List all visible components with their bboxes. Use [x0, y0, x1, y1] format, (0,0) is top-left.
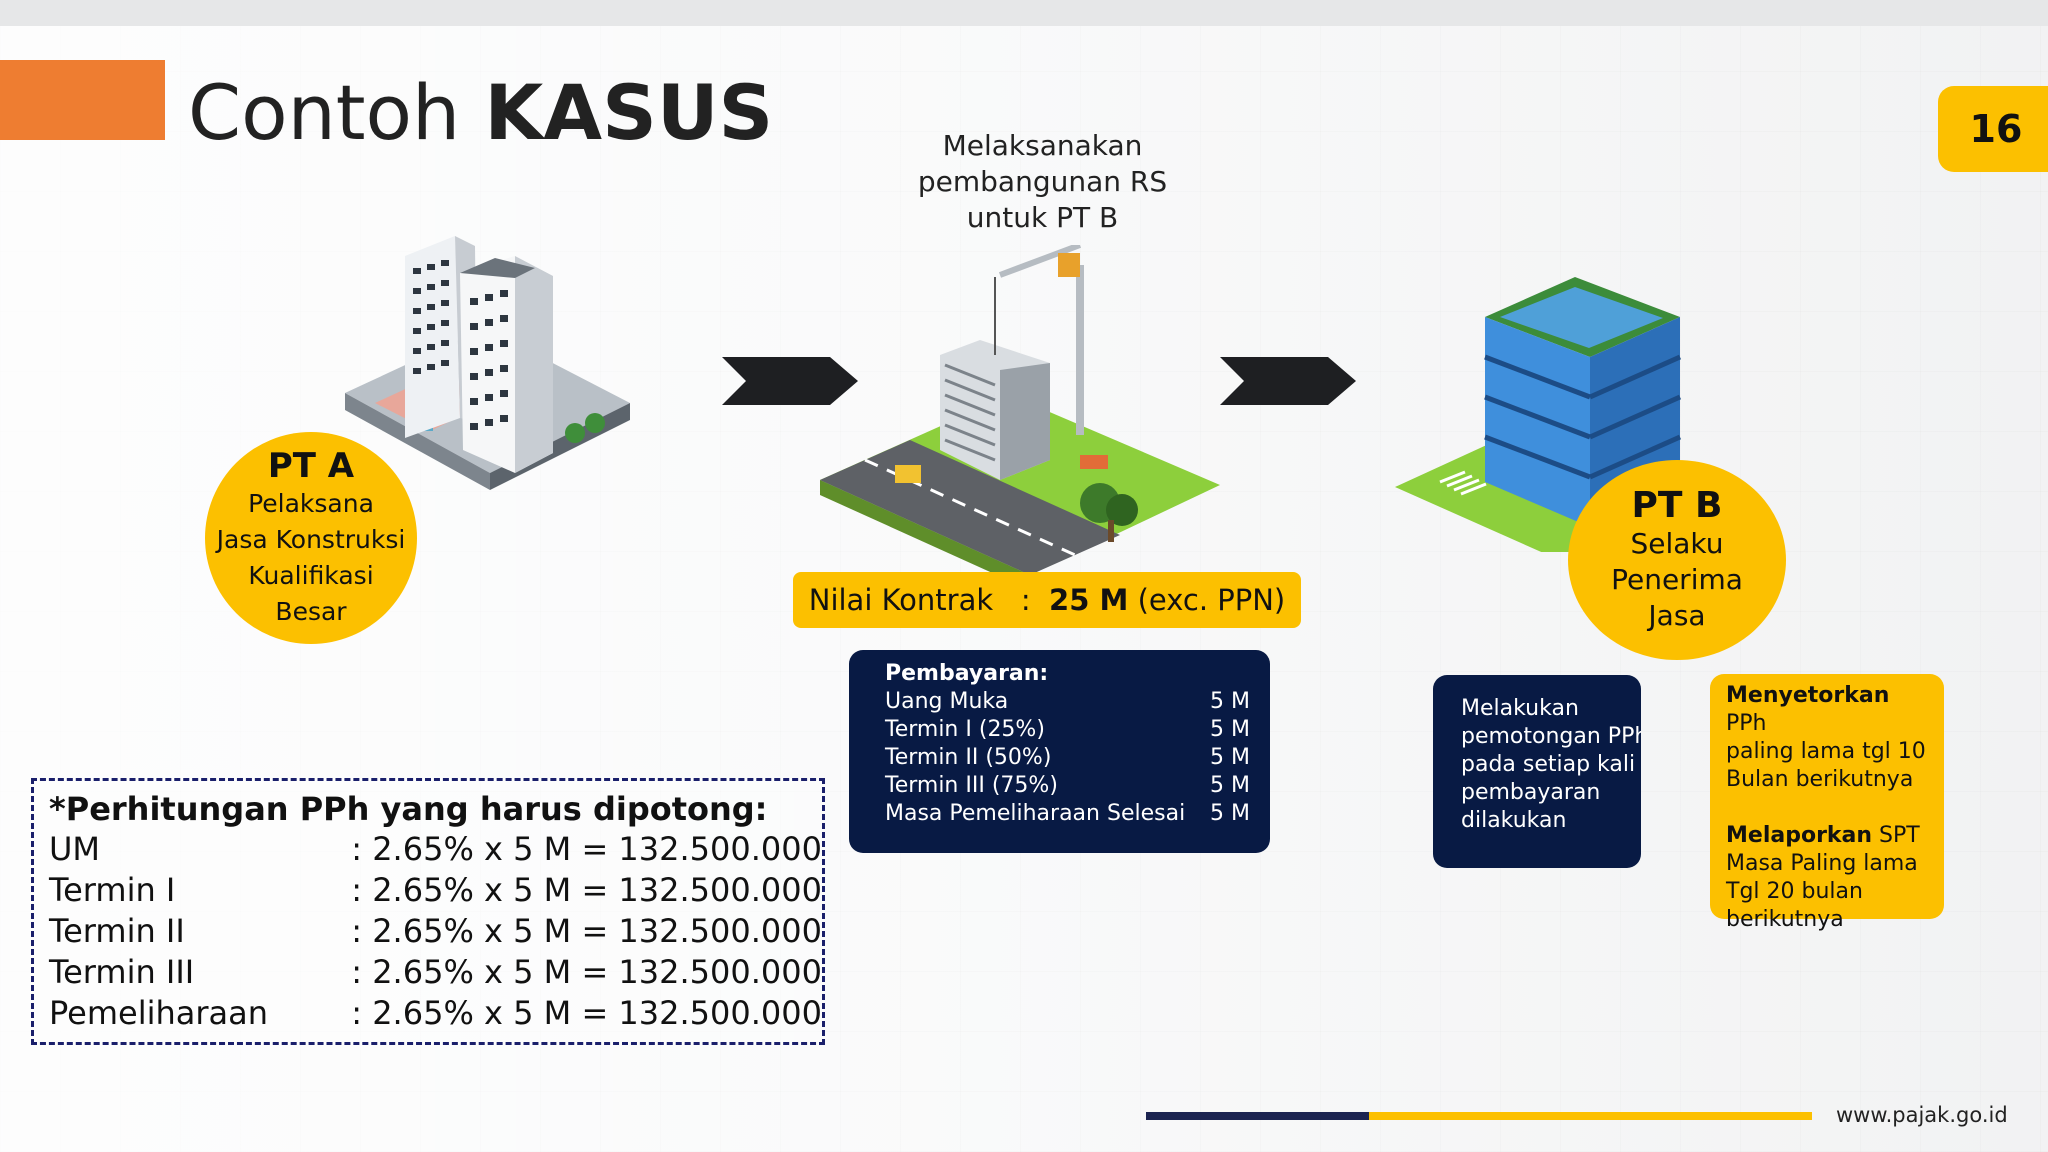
payment-amount: 5 M [1210, 717, 1250, 742]
caption-line: pembangunan RS [917, 165, 1168, 198]
top-strip [0, 0, 2048, 26]
payment-row: Masa Pemeliharaan Selesai 5 M [885, 800, 1250, 828]
caption-line: Melaksanakan [942, 129, 1143, 162]
construction-site-icon [820, 245, 1220, 575]
deduction-line: Melakukan [1461, 696, 1579, 721]
payment-amount: 5 M [1210, 689, 1250, 714]
payment-label: Masa Pemeliharaan Selesai [885, 801, 1186, 826]
calculation-label: Termin II [49, 912, 185, 950]
contract-note: (exc. PPN) [1137, 583, 1286, 617]
page-number: 16 [1938, 86, 2048, 172]
slide-title: Contoh KASUS [188, 68, 773, 158]
project-caption: Melaksanakan pembangunan RS untuk PT B [915, 128, 1170, 236]
calculation-row: Termin II : 2.65% x 5 M = 132.500.000 [49, 911, 822, 952]
calculation-formula: : 2.65% x 5 M = 132.500.000 [351, 953, 822, 991]
pt-a-title: PT A [267, 446, 355, 486]
calculation-formula: : 2.65% x 5 M = 132.500.000 [351, 912, 822, 950]
pt-b-line: Jasa [1648, 599, 1706, 632]
report-rest: SPT [1872, 823, 1920, 848]
report-bold: Melaporkan [1726, 823, 1873, 848]
office-tower-icon [345, 236, 630, 490]
pt-a-line: Pelaksana [248, 489, 374, 518]
calculation-formula: : 2.65% x 5 M = 132.500.000 [351, 871, 822, 909]
calculation-row: Pemeliharaan : 2.65% x 5 M = 132.500.000 [49, 993, 822, 1034]
pt-a-line: Kualifikasi [248, 561, 374, 590]
deposit-line: paling lama tgl 10 [1726, 739, 1926, 764]
payment-row: Uang Muka 5 M [885, 688, 1250, 716]
title-accent-bar [0, 60, 165, 140]
chevron-arrow-icon [722, 357, 858, 405]
payment-label: Termin III (75%) [885, 773, 1058, 798]
payment-label: Uang Muka [885, 689, 1009, 714]
calculation-formula: : 2.65% x 5 M = 132.500.000 [351, 830, 822, 868]
report-heading: Melaporkan SPT [1726, 822, 1934, 850]
title-bold: KASUS [484, 68, 774, 157]
calculation-label: Pemeliharaan [49, 994, 269, 1032]
contract-value-banner: Nilai Kontrak : 25 M (exc. PPN) [793, 572, 1301, 628]
calculation-row: UM : 2.65% x 5 M = 132.500.000 [49, 829, 822, 870]
calculation-label: UM [49, 830, 101, 868]
deduction-line: pada setiap kali [1461, 752, 1636, 777]
calculation-row: Termin III : 2.65% x 5 M = 132.500.000 [49, 952, 822, 993]
deduction-note: Melakukan pemotongan PPh pada setiap kal… [1433, 675, 1641, 868]
pt-b-badge: PT B Selaku Penerima Jasa [1568, 460, 1786, 660]
pt-b-line: Penerima [1611, 563, 1743, 596]
contract-value: 25 M [1049, 583, 1129, 617]
footer-url: www.pajak.go.id [1836, 1103, 2008, 1127]
deduction-line: pemotongan PPh [1461, 724, 1641, 749]
deposit-bold: Menyetorkan [1726, 683, 1890, 708]
calculation-label: Termin I [49, 871, 176, 909]
payment-label: Termin I (25%) [885, 717, 1045, 742]
calculation-row: Termin I : 2.65% x 5 M = 132.500.000 [49, 870, 822, 911]
payment-amount: 5 M [1210, 773, 1250, 798]
payment-amount: 5 M [1210, 801, 1250, 826]
payment-label: Termin II (50%) [885, 745, 1052, 770]
calculation-formula: : 2.65% x 5 M = 132.500.000 [351, 994, 822, 1032]
contract-label: Nilai Kontrak [808, 583, 994, 617]
pt-a-line: Besar [275, 597, 347, 626]
caption-line: untuk PT B [966, 201, 1119, 234]
chevron-arrow-icon [1220, 357, 1356, 405]
footer-divider-navy [1146, 1112, 1369, 1120]
pt-b-title: PT B [1631, 485, 1723, 526]
contract-separator: : [1020, 583, 1031, 617]
pt-a-line: Jasa Konstruksi [216, 525, 406, 554]
report-line: berikutnya [1726, 907, 1844, 932]
payment-schedule: Pembayaran: Uang Muka 5 M Termin I (25%) 5… [849, 650, 1270, 853]
payment-row: Termin III (75%) 5 M [885, 772, 1250, 800]
calculation-title: *Perhitungan PPh yang harus dipotong: [49, 790, 768, 828]
payment-row: Termin II (50%) 5 M [885, 744, 1250, 772]
report-line: Masa Paling lama [1726, 851, 1918, 876]
deduction-line: pembayaran [1461, 780, 1601, 805]
tax-calculation-box: *Perhitungan PPh yang harus dipotong: UM… [31, 778, 825, 1045]
obligations-note: Menyetorkan PPh paling lama tgl 10 Bulan… [1710, 674, 1944, 932]
report-line: Tgl 20 bulan [1726, 879, 1863, 904]
title-prefix: Contoh [188, 68, 461, 157]
deduction-line: dilakukan [1461, 808, 1567, 833]
deposit-rest: PPh [1726, 711, 1767, 736]
pt-a-badge: PT A Pelaksana Jasa Konstruksi Kualifika… [205, 432, 417, 644]
deposit-line: Bulan berikutnya [1726, 767, 1914, 792]
calculation-label: Termin III [49, 953, 195, 991]
deposit-heading: Menyetorkan PPh [1726, 682, 1934, 738]
footer-divider-yellow [1369, 1112, 1812, 1120]
payment-row: Termin I (25%) 5 M [885, 716, 1250, 744]
payment-title: Pembayaran: [885, 661, 1049, 686]
pt-b-line: Selaku [1630, 527, 1724, 560]
payment-amount: 5 M [1210, 745, 1250, 770]
